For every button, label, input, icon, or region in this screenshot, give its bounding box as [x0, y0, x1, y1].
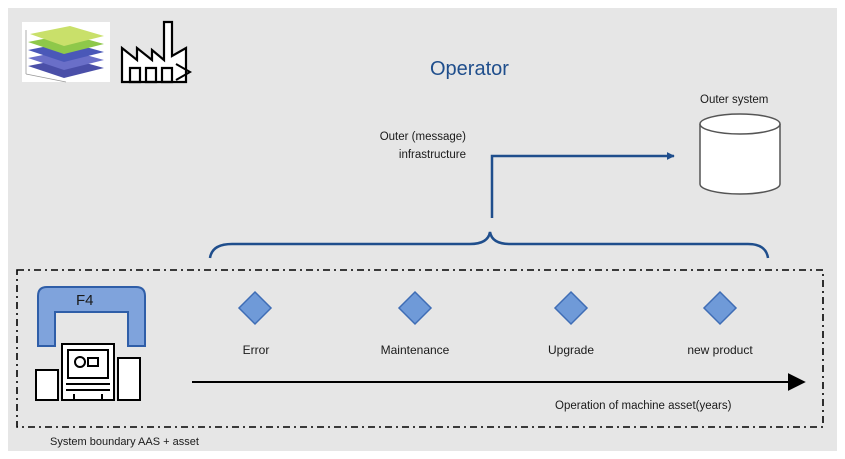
event-diamond-error: [237, 290, 273, 326]
system-boundary: [16, 269, 824, 428]
event-diamond-maintenance: [397, 290, 433, 326]
event-diamonds: [237, 290, 738, 326]
infrastructure-arrow: [490, 152, 675, 218]
event-label-upgrade: Upgrade: [547, 343, 595, 357]
outer-system-label: Outer system: [700, 94, 769, 106]
timeline-label: Operation of machine asset(years): [555, 400, 732, 412]
layers-stack-icon: [22, 22, 110, 83]
machine-tool-icon: [35, 343, 141, 401]
event-diamond-upgrade: [553, 290, 589, 326]
system-boundary-label: System boundary AAS + asset: [50, 436, 199, 448]
infrastructure-label-line2: infrastructure: [398, 149, 466, 161]
event-label-maintenance: Maintenance: [380, 343, 450, 357]
factory-icon: [120, 20, 193, 84]
page-title: Operator: [430, 58, 509, 80]
asset-label: F4: [76, 292, 94, 309]
events-brace: [208, 231, 770, 259]
event-label-error: Error: [242, 343, 270, 357]
database-cylinder-icon: [699, 113, 781, 195]
infrastructure-label: Outer (message) infrastructure: [330, 128, 466, 164]
event-label-new-product: new product: [687, 343, 753, 357]
aas-shell: [37, 286, 146, 347]
event-diamond-new-product: [702, 290, 738, 326]
infrastructure-label-line1: Outer (message): [379, 131, 466, 143]
